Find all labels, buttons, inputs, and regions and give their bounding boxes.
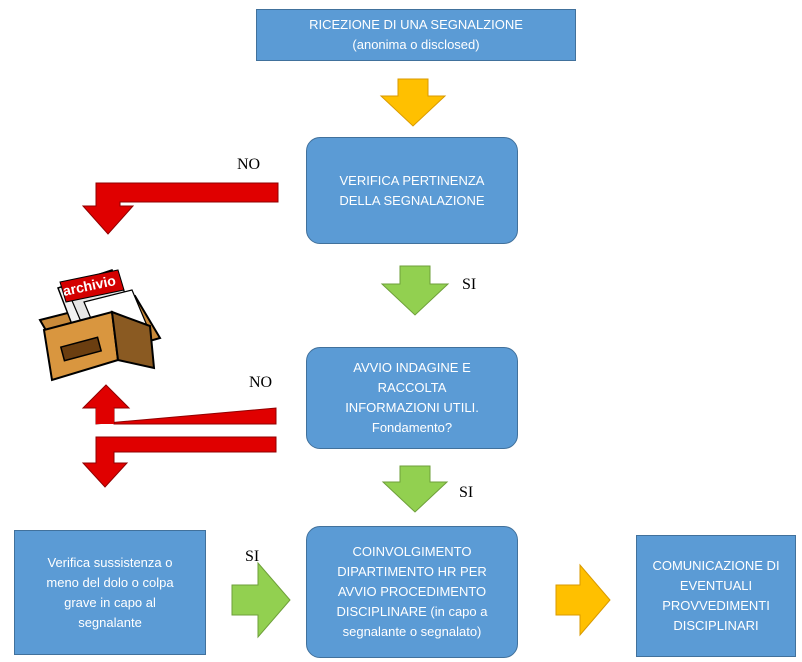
red-no-arrow-1	[81, 182, 279, 235]
node-verifica-line-1: VERIFICA PERTINENZA	[339, 172, 485, 188]
green-down-arrow-1	[380, 265, 450, 316]
node-verifica-line-2: DELLA SEGNALAZIONE	[339, 192, 485, 208]
node-avvio-line-2: RACCOLTA	[377, 380, 447, 395]
label-no-2: NO	[249, 374, 273, 391]
node-verifica-dolo: Verifica sussistenza o meno del dolo o c…	[14, 530, 206, 655]
node-verifica-dolo-line-2: meno del dolo o colpa	[46, 574, 174, 590]
node-comunicazione: COMUNICAZIONE DI EVENTUALI PROVVEDIMENTI…	[636, 535, 796, 657]
node-coinvolgimento-line-2: DIPARTIMENTO HR PER	[337, 564, 487, 579]
node-verifica-dolo-line-3: grave in capo al	[64, 594, 156, 610]
label-si-2: SI	[459, 484, 474, 501]
node-ricezione-line-2: (anonima o disclosed)	[352, 37, 480, 52]
node-avvio-line-3: INFORMAZIONI UTILI.	[345, 400, 479, 415]
node-comunicazione-line-1: COMUNICAZIONE DI	[652, 558, 780, 573]
label-no-1: NO	[237, 156, 261, 173]
green-right-arrow	[231, 561, 291, 639]
node-verifica-pertinenza: VERIFICA PERTINENZA DELLA SEGNALAZIONE	[306, 137, 518, 244]
node-avvio-line-1: AVVIO INDAGINE E	[353, 360, 471, 375]
yellow-right-arrow	[555, 563, 611, 637]
node-avvio-line-4: Fondamento?	[371, 420, 453, 435]
node-ricezione-line-1: RICEZIONE DI UNA SEGNALZIONE	[309, 17, 523, 32]
node-comunicazione-line-3: PROVVEDIMENTI	[662, 598, 770, 613]
node-verifica-dolo-line-4: segnalante	[78, 614, 142, 630]
node-coinvolgimento-line-1: COINVOLGIMENTO	[352, 544, 472, 559]
node-coinvolgimento-line-4: DISCIPLINARE (in capo a	[336, 604, 488, 619]
node-comunicazione-line-4: DISCIPLINARI	[673, 618, 759, 633]
node-coinvolgimento-line-3: AVVIO PROCEDIMENTO	[337, 584, 487, 599]
node-ricezione: RICEZIONE DI UNA SEGNALZIONE (anonima o …	[256, 9, 576, 61]
green-down-arrow-2	[381, 465, 449, 513]
label-si-3: SI	[245, 548, 260, 565]
node-verifica-dolo-line-1: Verifica sussistenza o	[47, 554, 173, 570]
node-coinvolgimento-line-5: segnalante o segnalato)	[342, 624, 482, 639]
label-si-1: SI	[462, 276, 477, 293]
yellow-down-arrow	[379, 78, 447, 127]
node-avvio-indagine: AVVIO INDAGINE E RACCOLTA INFORMAZIONI U…	[306, 347, 518, 449]
node-coinvolgimento-hr: COINVOLGIMENTO DIPARTIMENTO HR PER AVVIO…	[306, 526, 518, 658]
red-down-arrow	[81, 436, 277, 488]
node-comunicazione-line-2: EVENTUALI	[679, 578, 753, 593]
red-no-arrow-2-bar	[96, 408, 114, 424]
